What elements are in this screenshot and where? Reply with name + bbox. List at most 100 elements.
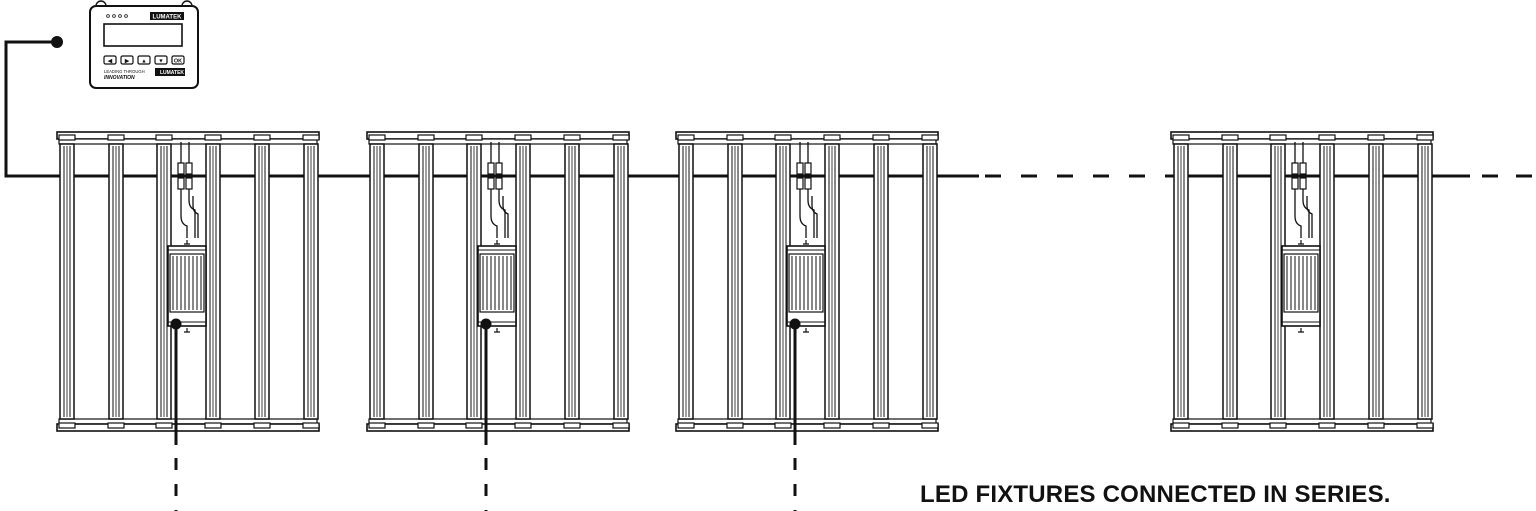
controller-button-label: ▲ xyxy=(141,59,146,65)
ground-symbol xyxy=(1298,328,1304,333)
bar-cap-top xyxy=(417,134,435,141)
bar-cap-top xyxy=(872,134,890,141)
cable xyxy=(1294,189,1302,238)
controller-connection-dot xyxy=(51,36,63,48)
bar-cap-bottom xyxy=(726,422,744,429)
connection-dot xyxy=(480,318,492,330)
bar-cap-top xyxy=(1269,134,1287,141)
connector xyxy=(185,177,193,190)
led-bar xyxy=(204,134,222,429)
bar-cap-bottom xyxy=(302,422,320,429)
led-bar xyxy=(1221,134,1239,429)
connector xyxy=(796,177,804,190)
connector xyxy=(177,177,185,190)
cable xyxy=(192,196,199,238)
led-bar xyxy=(1318,134,1336,429)
indicator-led xyxy=(124,14,128,18)
driver-box xyxy=(167,240,207,333)
connector xyxy=(487,177,495,190)
led-bar xyxy=(677,134,695,429)
bar-cap-bottom xyxy=(823,422,841,429)
connector xyxy=(177,162,185,175)
controller-button xyxy=(103,55,117,65)
driver-heatsink xyxy=(788,253,824,313)
bar-cap-bottom xyxy=(368,422,386,429)
cable xyxy=(180,189,188,238)
bar-cap-top xyxy=(514,134,532,141)
bar-cap-top xyxy=(1367,134,1385,141)
badge-plate xyxy=(155,68,185,76)
led-bar xyxy=(823,134,841,429)
controller-button-label: ◀ xyxy=(107,58,113,65)
connector xyxy=(1291,162,1299,175)
connector xyxy=(796,162,804,175)
fixture-3 xyxy=(675,131,939,511)
bar-cap-top xyxy=(612,134,630,141)
brand-plate xyxy=(150,12,184,20)
bar-cap-top xyxy=(155,134,173,141)
connector xyxy=(495,177,503,190)
bar-cap-bottom xyxy=(514,422,532,429)
driver-cables xyxy=(1291,142,1313,238)
bar-cap-bottom xyxy=(155,422,173,429)
bar-cap-top xyxy=(1318,134,1336,141)
ground-symbol xyxy=(184,328,190,333)
driver-box xyxy=(786,240,826,333)
ground-symbol xyxy=(1298,240,1304,245)
led-bar xyxy=(1269,134,1287,429)
led-bar xyxy=(368,134,386,429)
driver-box xyxy=(1281,240,1321,333)
bar-cap-top xyxy=(563,134,581,141)
connector xyxy=(804,177,812,190)
led-bar xyxy=(563,134,581,429)
bar-cap-bottom xyxy=(417,422,435,429)
bar-cap-bottom xyxy=(1367,422,1385,429)
bar-cap-bottom xyxy=(1318,422,1336,429)
cable xyxy=(502,196,509,238)
diagram-caption: LED FIXTURES CONNECTED IN SERIES. xyxy=(920,481,1391,508)
connector xyxy=(495,162,503,175)
cable xyxy=(1306,196,1313,238)
bar-cap-top xyxy=(253,134,271,141)
connector xyxy=(185,162,193,175)
top-rail xyxy=(366,131,630,140)
bar-cap-bottom xyxy=(58,422,76,429)
bar-cap-top xyxy=(1172,134,1190,141)
connector xyxy=(1299,162,1307,175)
bottom-rail xyxy=(1170,423,1434,432)
led-bar xyxy=(107,134,125,429)
led-bar xyxy=(465,134,483,429)
top-rail xyxy=(675,131,939,140)
connection-dot xyxy=(170,318,182,330)
bar-cap-top xyxy=(107,134,125,141)
bottom-rail xyxy=(56,423,320,432)
cable xyxy=(1302,189,1310,238)
bar-cap-bottom xyxy=(1221,422,1239,429)
bar-cap-bottom xyxy=(1416,422,1434,429)
controller-button-label: ▼ xyxy=(158,59,163,65)
bar-cap-top xyxy=(465,134,483,141)
led-bar xyxy=(872,134,890,429)
bar-cap-bottom xyxy=(465,422,483,429)
tagline-1: LEADING THROUGH xyxy=(104,69,145,74)
driver-cables xyxy=(487,142,509,238)
fixture-1 xyxy=(56,131,320,511)
bar-cap-top xyxy=(921,134,939,141)
bar-cap-bottom xyxy=(1269,422,1287,429)
controller-button xyxy=(120,55,134,65)
badge-text: LUMATEK xyxy=(160,70,184,76)
led-bar xyxy=(1367,134,1385,429)
bar-cap-bottom xyxy=(677,422,695,429)
led-bar xyxy=(1172,134,1190,429)
fixtures xyxy=(56,131,1434,511)
cable xyxy=(498,189,506,238)
bar-cap-top xyxy=(368,134,386,141)
driver-cables xyxy=(177,142,199,238)
connector xyxy=(1299,177,1307,190)
bar-cap-bottom xyxy=(204,422,222,429)
driver-heatsink xyxy=(169,253,205,313)
bar-cap-top xyxy=(1416,134,1434,141)
connector xyxy=(804,162,812,175)
led-bar xyxy=(155,134,173,429)
cable xyxy=(799,189,807,238)
